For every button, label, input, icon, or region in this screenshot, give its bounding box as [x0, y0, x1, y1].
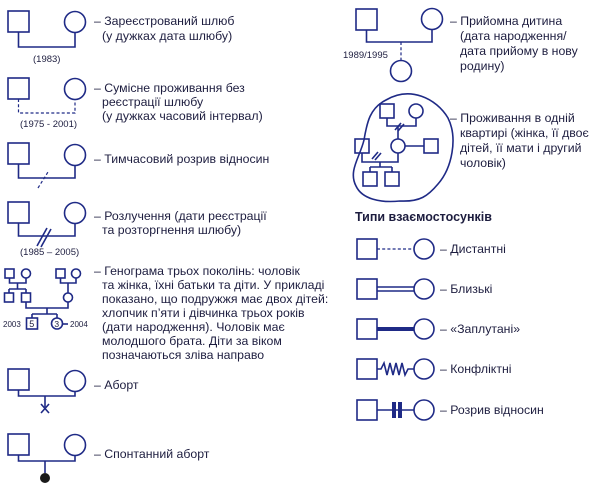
relations-title: Типи взаємостосунків: [355, 210, 492, 224]
divorce-date: (1985 – 2005): [20, 247, 79, 258]
relation-cutoff-label: – Розрив відносин: [440, 403, 544, 417]
relation-entangled-label: – «Заплутані»: [440, 322, 520, 336]
relation-close-label: – Близькі: [440, 282, 492, 296]
child-age-girl: 3: [54, 319, 59, 329]
adopted-child-symbol: [355, 7, 444, 83]
registered-marriage-symbol: [7, 10, 87, 48]
child-age-boy: 5: [29, 319, 34, 329]
relation-conflict-label: – Конфліктні: [440, 362, 511, 376]
abortion-symbol: [7, 368, 87, 414]
three-generation-genogram-label: – Генограма трьох поколінь: чоловік та ж…: [94, 264, 332, 362]
divorce-label: – Розлучення (дати реєстрації та розторг…: [94, 209, 270, 237]
cohabitation-symbol: [7, 77, 87, 114]
relation-close-symbol: [356, 278, 435, 300]
adopted-child-date: 1989/1995: [343, 50, 388, 61]
registered-marriage-label: – Зареєстрований шлюб (у дужках дата шлю…: [94, 14, 238, 43]
shared-household-symbol: [352, 93, 454, 203]
cohabitation-date: (1975 - 2001): [20, 119, 77, 130]
relation-cutoff-symbol: [356, 399, 435, 421]
relation-distant-label: – Дистантні: [440, 242, 506, 256]
shared-household-label: – Проживання в одній квартирі (жінка, її…: [450, 111, 592, 170]
child-birth-year-girl: 2004: [70, 320, 88, 329]
adopted-child-label: – Прийомна дитина (дата народження/ дата…: [450, 14, 581, 73]
registered-marriage-date: (1983): [33, 54, 60, 65]
cohabitation-label: – Сумісне проживання без реєстрації шлюб…: [94, 81, 263, 123]
child-birth-year-boy: 2003: [3, 320, 21, 329]
relation-distant-symbol: [356, 238, 435, 260]
temporary-break-label: – Тимчасовий розрив відносин: [94, 152, 269, 166]
temporary-break-symbol: [7, 142, 87, 189]
relation-entangled-symbol: [356, 318, 435, 340]
three-generation-genogram: [3, 268, 82, 330]
relation-conflict-symbol: [356, 358, 435, 380]
spontaneous-abortion-symbol: [7, 433, 87, 483]
spontaneous-abortion-label: – Спонтанний аборт: [94, 447, 210, 461]
abortion-label: – Аборт: [94, 378, 139, 392]
divorce-symbol: [7, 201, 87, 248]
